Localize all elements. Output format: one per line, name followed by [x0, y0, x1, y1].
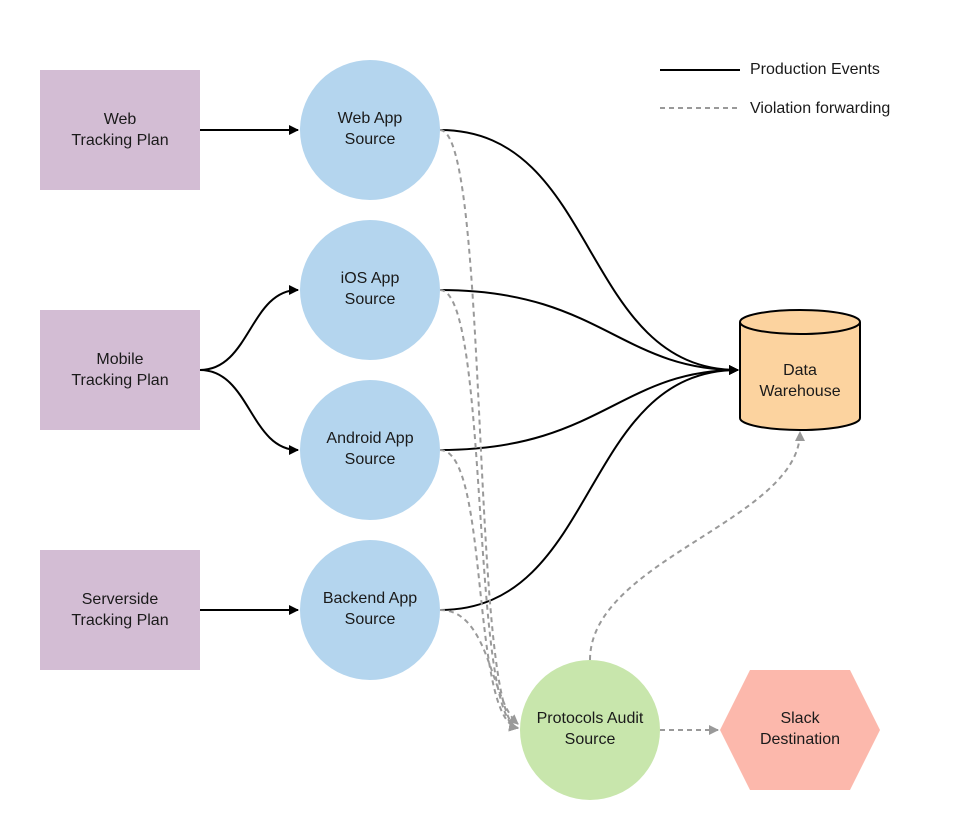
tracking-plan-web: Web Tracking Plan: [40, 70, 200, 190]
edge-android-source-to-warehouse: [439, 365, 739, 451]
tracking-plan-mobile: Mobile Tracking Plan: [40, 310, 200, 430]
tracking-plan-box: [40, 310, 200, 430]
tracking-plan-serverside-line2: Tracking Plan: [71, 612, 168, 629]
edge-ios-source-to-warehouse: [439, 289, 739, 375]
edge-android-source-to-audit: [439, 449, 519, 732]
edge-web-source-to-warehouse: [439, 129, 739, 375]
legend-violation-label: Violation forwarding: [750, 100, 890, 117]
edge-mobile-plan-to-ios-source: [199, 285, 299, 371]
tracking-plan-mobile-line1: Mobile: [96, 351, 143, 368]
warehouse-line2: Warehouse: [759, 383, 840, 400]
source-web: Web App Source: [300, 60, 440, 200]
edge-backend-source-to-audit: [439, 609, 519, 725]
protocols-audit-source: Protocols Audit Source: [520, 660, 660, 800]
slack-hexagon: [720, 670, 880, 790]
tracking-plan-web-line1: Web: [104, 111, 137, 128]
source-backend-line1: Backend App: [323, 590, 417, 607]
warehouse-body: [739, 322, 861, 431]
warehouse-top: [739, 309, 861, 335]
audit-line1: Protocols Audit: [537, 710, 644, 727]
edge-web-source-to-audit: [439, 129, 519, 732]
source-circle: [300, 380, 440, 520]
edge-mobile-plan-to-android-source: [199, 369, 299, 455]
legend: Production Events Violation forwarding: [660, 61, 890, 117]
source-web-line2: Source: [345, 131, 396, 148]
source-circle: [300, 60, 440, 200]
tracking-plan-serverside: Serverside Tracking Plan: [40, 550, 200, 670]
edge-ios-source-to-audit: [439, 289, 519, 732]
source-circle: [300, 540, 440, 680]
slack-line1: Slack: [780, 710, 820, 727]
source-ios-line2: Source: [345, 291, 396, 308]
source-ios: iOS App Source: [300, 220, 440, 360]
source-android-line1: Android App: [326, 430, 413, 447]
violation-edges: [439, 129, 805, 735]
warehouse-line1: Data: [783, 362, 817, 379]
tracking-plan-web-line2: Tracking Plan: [71, 132, 168, 149]
production-edges: [199, 125, 739, 615]
source-web-line1: Web App: [338, 110, 403, 127]
tracking-plan-mobile-line2: Tracking Plan: [71, 372, 168, 389]
data-warehouse: Data Warehouse: [739, 309, 861, 431]
tracking-plan-serverside-line1: Serverside: [82, 591, 159, 608]
audit-circle: [520, 660, 660, 800]
source-android: Android App Source: [300, 380, 440, 520]
edge-audit-to-warehouse: [589, 431, 805, 661]
edge-backend-source-to-warehouse: [439, 365, 739, 611]
tracking-plan-box: [40, 70, 200, 190]
slack-line2: Destination: [760, 731, 840, 748]
source-backend-line2: Source: [345, 611, 396, 628]
audit-line2: Source: [565, 731, 616, 748]
source-android-line2: Source: [345, 451, 396, 468]
source-ios-line1: iOS App: [341, 270, 400, 287]
slack-destination: Slack Destination: [720, 670, 880, 790]
source-circle: [300, 220, 440, 360]
legend-production-label: Production Events: [750, 61, 880, 78]
source-backend: Backend App Source: [300, 540, 440, 680]
tracking-plan-box: [40, 550, 200, 670]
